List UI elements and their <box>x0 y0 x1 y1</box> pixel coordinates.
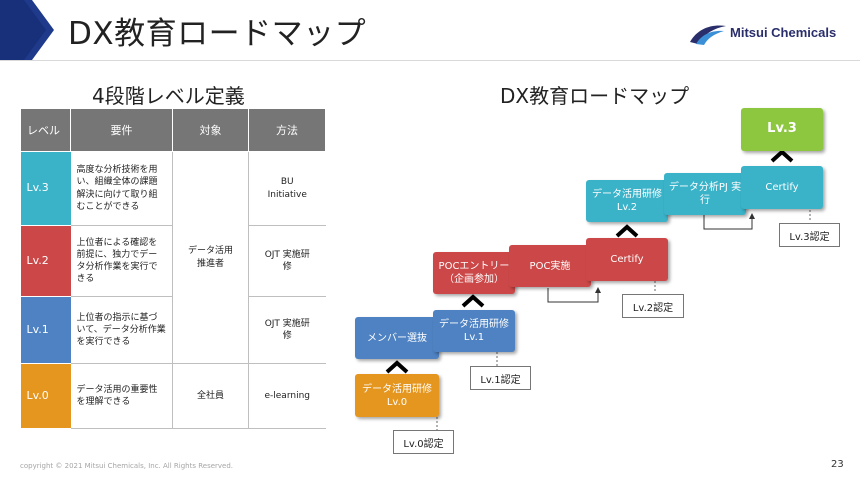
roadmap-section-title: DX教育ロードマップ <box>500 84 690 108</box>
table-row: Lv.0 データ活用の重要性を理解できる 全社員 e-learning <box>20 363 326 429</box>
header-chevron-icon <box>0 0 54 60</box>
table-row: Lv.2 上位者による確認を前提に、独力でデータ分析作業を実行できる OJT 実… <box>20 225 326 297</box>
table-row: Lv.1 上位者の指示に基づいて、データ分析作業を実行できる OJT 実施研修 <box>20 296 326 364</box>
logo-text: Mitsui Chemicals <box>730 25 837 40</box>
method-label: OJT 実施研修 <box>264 318 310 341</box>
slide-header: DX教育ロードマップ Mitsui Chemicals <box>0 0 860 62</box>
level-cell: Lv.2 <box>20 225 71 297</box>
copyright-text: copyright © 2021 Mitsui Chemicals, Inc. … <box>20 462 234 470</box>
method-cell: OJT 実施研修 <box>248 225 326 297</box>
level-definition-table: レベル 要件 対象 方法 Lv.3 高度な分析技術を用い、組織全体の課題解決に向… <box>20 108 326 429</box>
step-certify-lv2: Certify <box>586 238 668 281</box>
step-lv1-training: データ活用研修 Lv.1 <box>433 310 515 352</box>
levels-section-title: 4段階レベル定義 <box>92 84 245 108</box>
requirement-cell: 上位者による確認を前提に、独力でデータ分析作業を実行できる <box>70 225 173 297</box>
chevron-up-icon <box>770 149 794 163</box>
method-label: BU Initiative <box>267 177 307 200</box>
chevron-up-icon <box>615 224 639 238</box>
level-cell: Lv.0 <box>20 363 71 429</box>
step-lv0-training: データ活用研修 Lv.0 <box>355 374 439 417</box>
chevron-up-icon <box>385 360 409 374</box>
page-title: DX教育ロードマップ <box>68 16 367 52</box>
column-header-level: レベル <box>20 108 71 152</box>
step-certify-lv3: Certify <box>741 166 823 209</box>
page-number: 23 <box>831 459 844 470</box>
table-row: Lv.3 高度な分析技術を用い、組織全体の課題解決に向けて取り組むことができる … <box>20 151 326 364</box>
certification-lv1: Lv.1認定 <box>470 366 531 390</box>
header-divider <box>0 60 860 61</box>
certification-lv2: Lv.2認定 <box>622 294 684 318</box>
method-label: OJT 実施研修 <box>264 249 310 272</box>
company-logo: Mitsui Chemicals <box>688 22 848 46</box>
step-poc-entry: POCエントリー （企画参加） <box>433 252 515 294</box>
step-poc-exec: POC実施 <box>509 245 591 287</box>
step-lv2-training: データ活用研修 Lv.2 <box>586 180 668 222</box>
column-header-target: 対象 <box>172 108 249 152</box>
method-cell: OJT 実施研修 <box>248 296 326 364</box>
certification-lv3: Lv.3認定 <box>779 223 840 247</box>
certification-lv0: Lv.0認定 <box>393 430 454 454</box>
step-analysis-pj: データ分析PJ 実行 <box>664 173 746 215</box>
column-header-method: 方法 <box>248 108 326 152</box>
requirement-cell: データ活用の重要性を理解できる <box>70 363 173 429</box>
requirement-cell: 高度な分析技術を用い、組織全体の課題解決に向けて取り組むことができる <box>70 151 173 226</box>
wave-logo-icon <box>690 25 726 45</box>
target-label: データ活用 推進者 <box>187 246 233 269</box>
target-cell: データ活用 推進者 <box>172 151 249 364</box>
table-header-row: レベル 要件 対象 方法 <box>20 108 326 152</box>
level-cell: Lv.1 <box>20 296 71 364</box>
method-cell: e-learning <box>248 363 326 429</box>
step-lv3: Lv.3 <box>741 108 823 151</box>
chevron-up-icon <box>461 294 485 308</box>
elbow-arrow-icon <box>547 287 601 303</box>
step-member-select: メンバー選抜 <box>355 317 439 359</box>
target-cell: 全社員 <box>172 363 249 429</box>
method-cell: BU Initiative <box>248 151 326 226</box>
elbow-arrow-icon <box>703 213 755 230</box>
level-cell: Lv.3 <box>20 151 71 226</box>
requirement-cell: 上位者の指示に基づいて、データ分析作業を実行できる <box>70 296 173 364</box>
